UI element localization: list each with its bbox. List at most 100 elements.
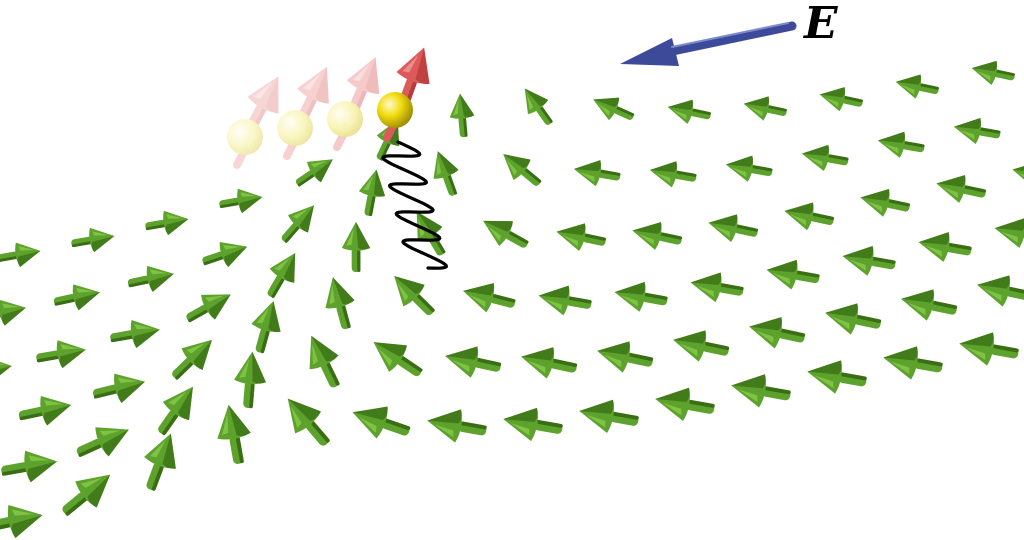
- spin-arrow: [593, 97, 635, 121]
- spin-arrow: [731, 374, 791, 408]
- spin-arrow: [766, 259, 820, 290]
- spin-arrow: [521, 347, 578, 379]
- spin-arrow: [524, 88, 553, 125]
- spin-arrow: [144, 433, 176, 491]
- spin-arrow: [743, 96, 787, 121]
- spin-arrow: [901, 289, 958, 321]
- electron-trail-ball: [227, 119, 263, 155]
- spin-arrow: [579, 399, 639, 434]
- spin-arrow: [267, 252, 296, 298]
- electron-trail: [327, 57, 380, 151]
- spin-arrow: [53, 284, 100, 311]
- spin-arrow: [895, 74, 939, 99]
- spin-arrow: [0, 242, 41, 267]
- spin-arrow: [358, 169, 386, 217]
- spin-arrow: [18, 395, 72, 426]
- spin-arrow: [251, 300, 281, 354]
- field-label: E: [802, 0, 839, 49]
- spin-arrow: [62, 474, 111, 516]
- spin-arrow: [725, 155, 773, 182]
- spin-arrow: [483, 220, 529, 248]
- field-arrow-head: [620, 38, 679, 66]
- spin-arrow: [877, 131, 925, 158]
- spin-arrow: [463, 283, 516, 313]
- spin-arrow: [145, 210, 189, 236]
- spin-arrow: [0, 504, 43, 539]
- spin-arrow: [1012, 161, 1024, 189]
- spin-arrow: [110, 320, 160, 348]
- spin-arrow: [842, 246, 896, 276]
- spin-arrow: [883, 346, 943, 380]
- spin-arrow: [807, 360, 867, 394]
- spin-arrow: [217, 404, 251, 464]
- spin-arrow: [373, 342, 423, 377]
- electric-field-arrow: [620, 21, 797, 66]
- spin-arrow: [0, 299, 26, 326]
- spin-arrow: [325, 277, 355, 330]
- spin-arrow: [158, 386, 193, 436]
- spin-arrow: [860, 189, 911, 217]
- spin-arrow: [186, 294, 231, 323]
- electron-trail-ball: [327, 101, 363, 137]
- spin-arrow: [573, 160, 621, 187]
- spin-arrow: [352, 406, 411, 439]
- electron-trail: [277, 66, 329, 160]
- spin-arrow: [341, 221, 371, 272]
- spin-arrow: [708, 214, 759, 243]
- spin-arrow: [971, 60, 1015, 85]
- spin-arrow: [784, 202, 835, 231]
- spin-arrow: [281, 205, 315, 243]
- spin-arrow: [614, 282, 668, 312]
- photon-wave: [381, 140, 448, 270]
- electron-ball: [377, 92, 413, 128]
- electron-trail: [227, 76, 279, 169]
- spin-arrow: [0, 356, 12, 385]
- spin-arrow: [394, 276, 435, 316]
- field-arrow-highlight: [671, 22, 789, 48]
- spin-arrow: [649, 161, 697, 188]
- electron: [377, 47, 430, 142]
- spin-arrow: [690, 272, 744, 303]
- spin-arrow: [172, 339, 212, 380]
- spin-arrow: [36, 340, 86, 369]
- spin-lattice: [0, 60, 1024, 539]
- electron-group: [227, 47, 430, 169]
- spin-arrow: [295, 159, 333, 187]
- spin-arrow: [819, 87, 863, 112]
- spin-arrow: [825, 303, 882, 335]
- spin-arrow: [427, 409, 487, 443]
- spin-arrow: [673, 330, 730, 362]
- spin-arrow: [655, 387, 715, 422]
- spin-arrow: [749, 317, 806, 349]
- spin-arrow: [433, 151, 459, 196]
- spin-arrow: [936, 175, 987, 203]
- spin-arrow: [918, 232, 972, 262]
- spin-arrow: [92, 373, 146, 403]
- spin-arrow: [1, 450, 58, 483]
- spin-arrow: [994, 218, 1024, 248]
- spin-arrow: [287, 398, 330, 446]
- spin-arrow: [503, 154, 542, 186]
- spin-arrow: [445, 346, 502, 378]
- field-arrow-shaft: [663, 21, 797, 57]
- spin-arrow: [71, 227, 115, 253]
- spin-arrow: [801, 144, 849, 171]
- spin-arrow: [597, 341, 654, 373]
- spin-arrow: [234, 351, 266, 409]
- spin-arrow: [632, 222, 683, 250]
- electron-trail-spin-arrow: [296, 66, 329, 125]
- spin-arrow: [202, 241, 248, 268]
- spin-arrow: [127, 265, 174, 292]
- spin-arrow: [538, 285, 592, 316]
- spin-arrow: [667, 99, 711, 124]
- spin-arrow: [556, 223, 607, 252]
- spin-arrow: [503, 407, 563, 442]
- spin-arrow: [977, 275, 1024, 307]
- electron-trail-ball: [277, 110, 313, 146]
- spin-arrow: [76, 427, 129, 457]
- spin-arrow: [219, 188, 263, 214]
- spin-arrow: [449, 93, 475, 138]
- spin-arrow: [309, 335, 340, 388]
- spin-arrow: [953, 117, 1001, 145]
